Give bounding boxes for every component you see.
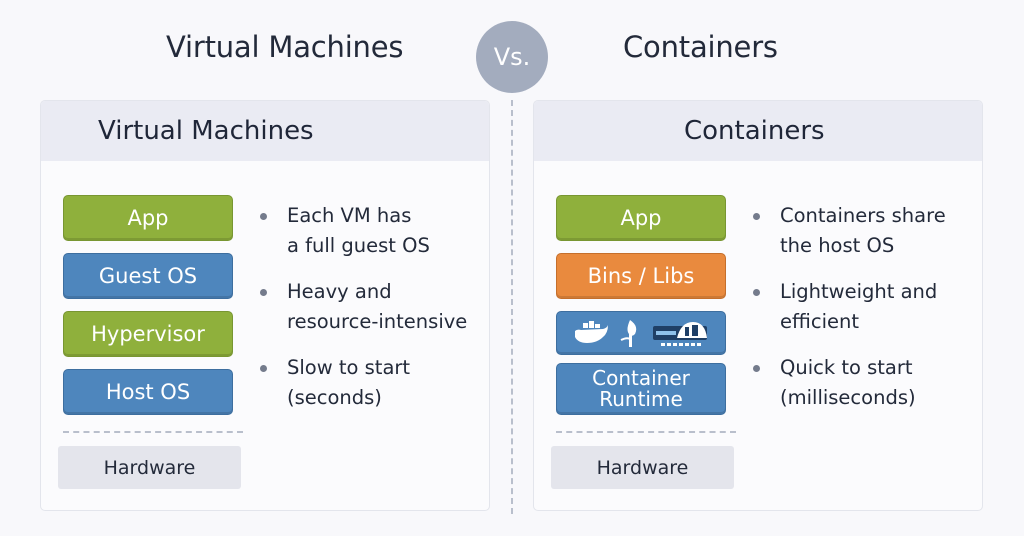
- vm-top-title: Virtual Machines: [166, 30, 404, 64]
- container-app-layer: App: [556, 195, 726, 241]
- containers-top-title: Containers: [623, 30, 778, 64]
- sprout-icon: [620, 320, 637, 347]
- bins-libs-layer: Bins / Libs: [556, 253, 726, 299]
- vs-badge: Vs.: [476, 21, 548, 93]
- vm-panel: Virtual Machines App Guest OS Hypervisor…: [40, 100, 490, 511]
- vm-bullet: Slow to start(seconds): [259, 353, 467, 413]
- vm-hypervisor-layer: Hypervisor: [63, 311, 233, 357]
- container-bullet: Quick to start(milliseconds): [752, 353, 946, 413]
- container-runtime-layer: Container Runtime: [556, 363, 726, 415]
- containers-panel: Containers App Bins / Libs Container: [533, 100, 983, 511]
- containers-hardware-layer: Hardware: [551, 446, 734, 489]
- center-divider: [511, 100, 513, 514]
- vm-hardware-layer: Hardware: [58, 446, 241, 489]
- vm-hardware-separator: [63, 431, 243, 433]
- vm-guest-os-layer: Guest OS: [63, 253, 233, 299]
- containers-hardware-separator: [556, 431, 736, 433]
- docker-whale-icon: [575, 321, 608, 343]
- container-engines-layer: [556, 311, 726, 355]
- vm-panel-title: Virtual Machines: [41, 101, 489, 161]
- vm-host-os-layer: Host OS: [63, 369, 233, 415]
- containers-stack: App Bins / Libs Container Runtime: [556, 195, 726, 427]
- vm-stack: App Guest OS Hypervisor Host OS: [63, 195, 233, 427]
- vm-app-layer: App: [63, 195, 233, 241]
- containers-panel-title: Containers: [534, 101, 982, 161]
- container-ship-icon: [653, 322, 707, 346]
